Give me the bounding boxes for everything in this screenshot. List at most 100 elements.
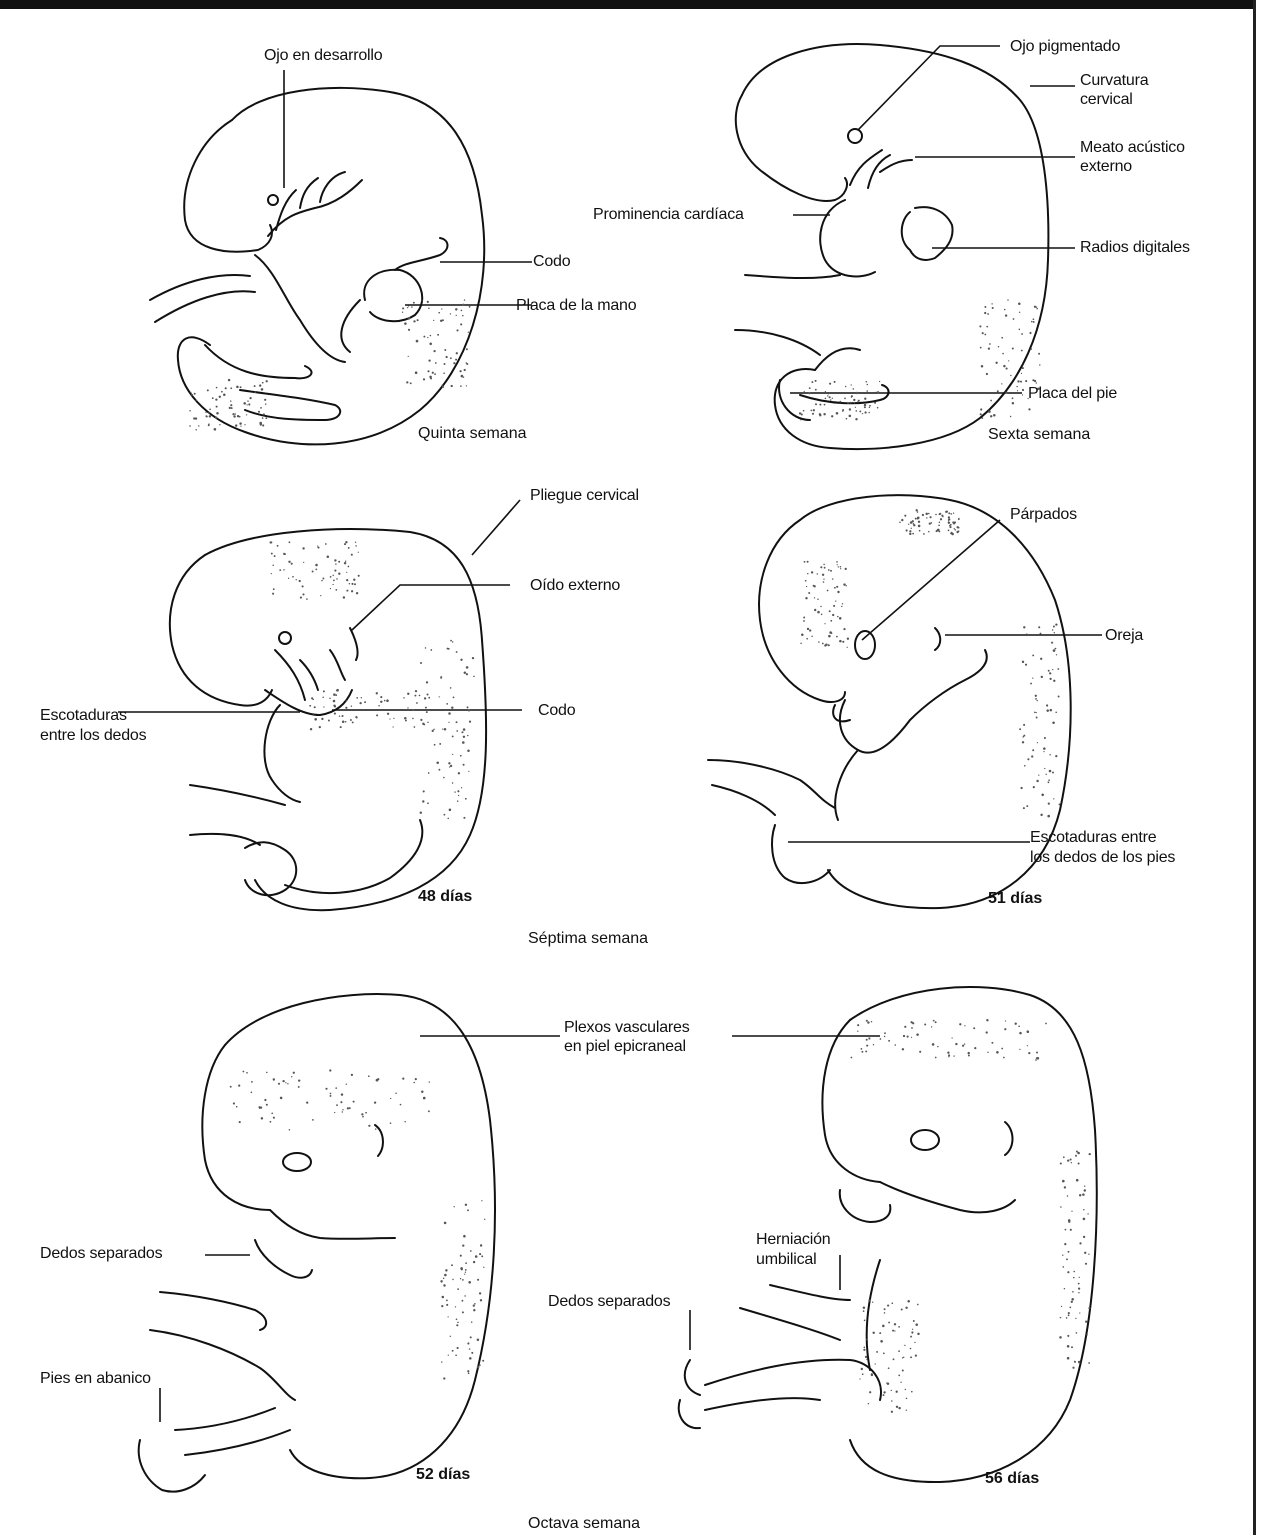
- stipple-dot: [346, 1084, 347, 1085]
- stipple-dot: [189, 425, 191, 427]
- stipple-dot: [422, 723, 424, 725]
- stipple-dot: [231, 407, 233, 409]
- stipple-dot: [1078, 1292, 1079, 1293]
- stipple-dot: [321, 718, 323, 720]
- stipple-dot: [462, 304, 464, 306]
- stipple-dot: [426, 681, 428, 683]
- stipple-dot: [300, 597, 302, 599]
- stipple-dot: [808, 392, 810, 394]
- stipple-dot: [416, 340, 419, 343]
- stipple-dot: [1076, 1332, 1078, 1334]
- stipple-dot: [1084, 1252, 1086, 1254]
- stipple-dot: [1034, 712, 1036, 714]
- stipple-dot: [279, 569, 281, 571]
- stipple-dot: [955, 1043, 957, 1045]
- stipple-dot: [240, 386, 242, 388]
- stipple-dot: [356, 592, 358, 594]
- stipple-dot: [829, 610, 831, 612]
- stipple-dot: [455, 1306, 456, 1307]
- stipple-dot: [429, 1081, 430, 1082]
- stipple-dot: [482, 1360, 484, 1362]
- stipple-dot: [1061, 1306, 1062, 1307]
- stipple-dot: [312, 1119, 314, 1121]
- stipple-dot: [393, 718, 394, 719]
- stipple-dot: [415, 690, 417, 692]
- stipple-dot: [1018, 303, 1021, 306]
- stipple-dot: [259, 384, 261, 386]
- stipple-dot: [427, 802, 429, 804]
- stipple-dot: [811, 636, 812, 637]
- stipple-dot: [1025, 664, 1027, 666]
- stipple-dot: [901, 519, 903, 521]
- stipple-dot: [828, 569, 830, 571]
- stipple-dot: [455, 1354, 457, 1356]
- stipple-dot: [1022, 661, 1024, 663]
- stipple-dot: [840, 568, 841, 569]
- stipple-dot: [208, 423, 210, 425]
- stipple-dot: [270, 1121, 272, 1123]
- stipple-dot: [1006, 368, 1008, 370]
- stipple-dot: [330, 1093, 332, 1095]
- stipple-dot: [806, 638, 808, 640]
- stipple-dot: [277, 545, 279, 547]
- stipple-dot: [205, 415, 207, 417]
- stipple-dot: [448, 1354, 449, 1355]
- stipple-dot: [463, 728, 466, 731]
- stipple-dot: [439, 696, 440, 697]
- stipple-dot: [1040, 633, 1042, 635]
- stipple-dot: [838, 566, 839, 567]
- stipple-dot: [221, 391, 223, 393]
- stipple-dot: [315, 569, 317, 571]
- stipple-dot: [813, 409, 815, 411]
- stipple-dot: [982, 332, 984, 334]
- stipple-dot: [469, 1348, 471, 1350]
- label-pliegue-cervical: Pliegue cervical: [530, 486, 639, 505]
- stipple-dot: [984, 306, 986, 308]
- stipple-dot: [1031, 321, 1033, 323]
- stipple-dot: [918, 521, 920, 523]
- stipple-dot: [981, 417, 983, 419]
- stipple-dot: [407, 307, 408, 308]
- stipple-dot: [413, 302, 415, 304]
- stipple-dot: [264, 1099, 266, 1101]
- stipple-dot: [811, 571, 813, 573]
- stipple-dot: [343, 596, 345, 598]
- stipple-dot: [980, 413, 982, 415]
- stipple-dot: [480, 1299, 482, 1301]
- label-oido-externo: Oído externo: [530, 576, 620, 595]
- stipple-dot: [801, 633, 804, 636]
- stipple-dot: [806, 586, 807, 587]
- stipple-dot: [864, 411, 866, 413]
- stipple-dot: [341, 715, 343, 717]
- stipple-dot: [332, 575, 333, 576]
- stipple-dot: [468, 771, 469, 772]
- stipple-dot: [973, 1027, 975, 1029]
- stipple-dot: [195, 417, 197, 419]
- stipple-dot: [981, 365, 984, 368]
- label-escotaduras-pies-line2: los dedos de los pies: [1030, 848, 1175, 867]
- stipple-dot: [390, 1122, 392, 1124]
- stipple-dot: [1071, 1211, 1072, 1212]
- stipple-dot: [427, 370, 429, 372]
- stipple-dot: [405, 720, 406, 721]
- stipple-dot: [408, 329, 410, 331]
- stipple-dot: [1005, 1020, 1006, 1021]
- stipple-dot: [984, 334, 986, 336]
- stipple-dot: [462, 1279, 464, 1281]
- stipple-dot: [481, 1255, 483, 1257]
- stipple-dot: [953, 513, 954, 514]
- stipple-dot: [868, 412, 870, 414]
- stipple-dot: [913, 523, 915, 525]
- stipple-dot: [822, 574, 824, 576]
- stipple-dot: [839, 617, 842, 620]
- stipple-dot: [1026, 633, 1028, 635]
- stipple-dot: [996, 1051, 999, 1054]
- stipple-dot: [361, 1113, 363, 1115]
- stipple-dot: [480, 1365, 481, 1366]
- stipple-dot: [451, 706, 453, 708]
- stipple-dot: [904, 515, 906, 517]
- stipple-dot: [1005, 314, 1007, 316]
- stipple-dot: [1001, 337, 1003, 339]
- stipple-dot: [470, 1250, 472, 1252]
- stipple-dot: [408, 305, 409, 306]
